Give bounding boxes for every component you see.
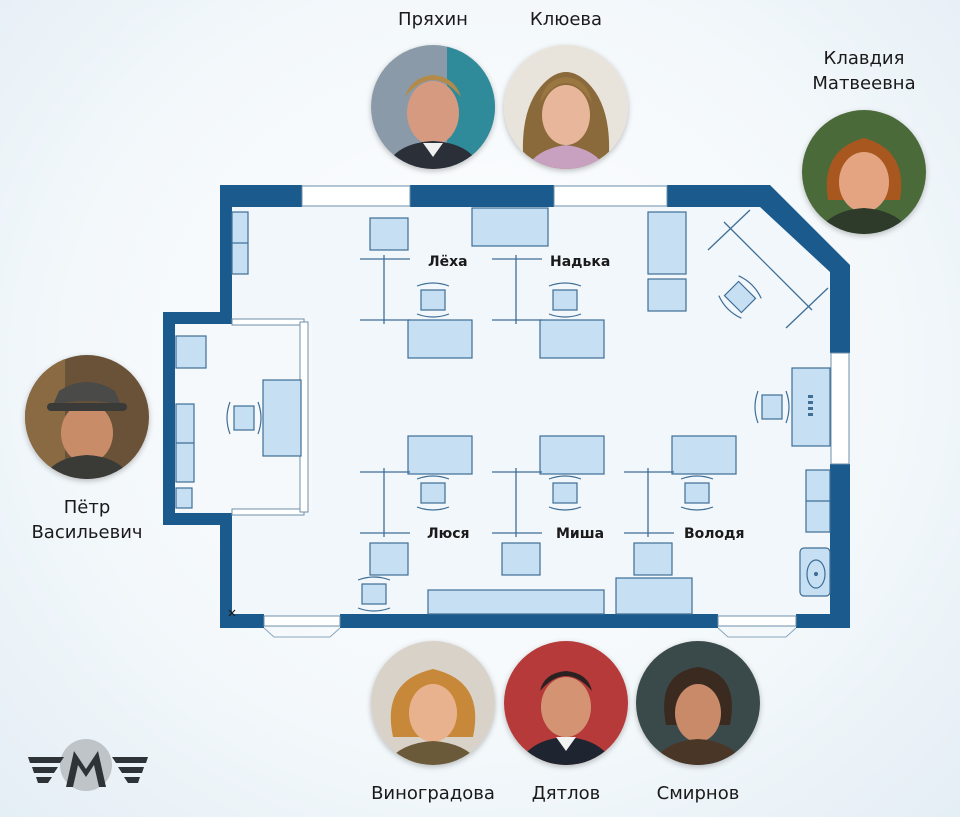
portrait-dyatlov [504,641,628,765]
chair-icon [416,475,450,511]
radiator-icon [808,395,813,416]
windows [231,185,850,627]
name-vinogradova: Виноградова [371,783,495,804]
sink [806,559,826,589]
name-smirnov: Смирнов [656,783,740,804]
desk-label-nadka: Надька [550,254,610,270]
corner-marker [228,609,236,617]
portrait-photo-icon [371,641,495,765]
furniture [175,207,831,615]
portrait-photo-icon [25,355,149,479]
portrait-petr [25,355,149,479]
portrait-photo-icon [636,641,760,765]
portrait-photo-icon [504,45,628,169]
window-sills [263,627,797,638]
desk-label-volodya: Володя [684,526,744,542]
portrait-vinogradova [371,641,495,765]
portrait-klavdia [802,110,926,234]
name-klavdia-line2: Матвеевна [812,73,916,94]
chair-icon [754,390,790,424]
name-pryakhin: Пряхин [398,9,468,30]
name-dyatlov: Дятлов [531,783,601,804]
portrait-photo-icon [504,641,628,765]
name-petr-line1: Пётр [63,497,111,518]
desk-label-misha: Миша [556,526,604,542]
desk-partitions [360,209,829,537]
chair-icon [357,576,391,612]
portrait-pryakhin [371,45,495,169]
company-logo-icon [28,739,148,791]
chair-icon [718,275,762,319]
name-klavdia-line1: Клавдия [823,48,905,69]
desk-label-lyusya: Люся [427,526,470,542]
chair-icon [548,475,582,511]
portrait-photo-icon [371,45,495,169]
chair-icon [226,401,262,435]
name-petr-line2: Васильевич [31,522,143,543]
portrait-photo-icon [802,110,926,234]
desk-label-lekha: Лёха [428,254,468,270]
portrait-klyueva [504,45,628,169]
portrait-smirnov [636,641,760,765]
chairs [226,275,790,612]
walls [163,185,850,628]
name-klyueva: Клюева [529,9,603,30]
chair-icon [680,475,714,511]
chair-icon [548,282,582,318]
chair-icon [416,282,450,318]
